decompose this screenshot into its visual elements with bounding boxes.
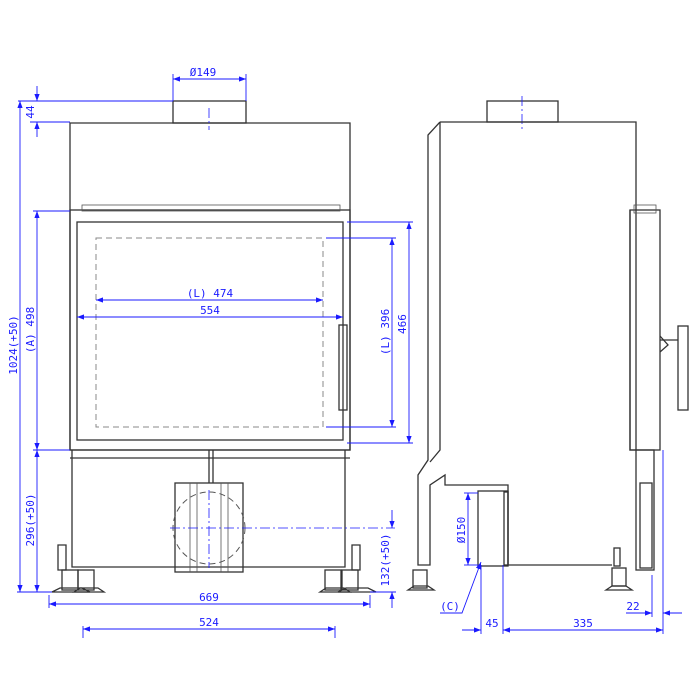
air-inlet-height-label: 132(+50) <box>379 534 392 587</box>
door-handle <box>338 324 348 411</box>
air-inlet-c-label: (C) <box>440 600 460 613</box>
door-width-label: 554 <box>200 304 220 317</box>
flue-collar <box>172 100 247 124</box>
total-height-label: 1024(+50) <box>7 315 20 375</box>
glass-width-label: (L) 474 <box>187 287 234 300</box>
total-width-label: 669 <box>199 591 219 604</box>
base-frame <box>71 450 346 568</box>
door-frame-height-label: 466 <box>396 314 409 334</box>
door-frame <box>69 209 351 451</box>
visible-fire-area <box>95 237 324 428</box>
side-dimensions: Ø150 (C) 45 335 22 <box>440 450 682 634</box>
side-door-frame <box>629 209 661 451</box>
base-height-label: 296(+50) <box>24 494 37 547</box>
glass-panel <box>76 221 344 441</box>
flue-height-label: 44 <box>24 105 37 119</box>
front-view <box>51 100 395 593</box>
glass-height-label: (L) 396 <box>379 309 392 355</box>
depth-label: 335 <box>573 617 593 630</box>
leg-spacing-label: 524 <box>199 616 219 629</box>
door-height-label: (A) 498 <box>24 307 37 353</box>
air-inlet-plate <box>174 482 244 573</box>
back-offset-label: 22 <box>626 600 639 613</box>
front-dimensions: Ø149 44 1024(+50) (A) 498 296(+50) (L) 4… <box>7 66 413 638</box>
side-door-handle <box>677 325 689 411</box>
side-leveling-feet <box>405 547 635 591</box>
flue-diameter-label: Ø149 <box>190 66 217 79</box>
leveling-feet <box>51 544 377 593</box>
air-inlet-diameter-label: Ø150 <box>455 517 468 544</box>
side-body <box>417 121 612 566</box>
side-view <box>405 96 689 591</box>
side-flue-collar <box>486 100 559 123</box>
back-panel <box>635 449 655 571</box>
inlet-offset-label: 45 <box>485 617 498 630</box>
